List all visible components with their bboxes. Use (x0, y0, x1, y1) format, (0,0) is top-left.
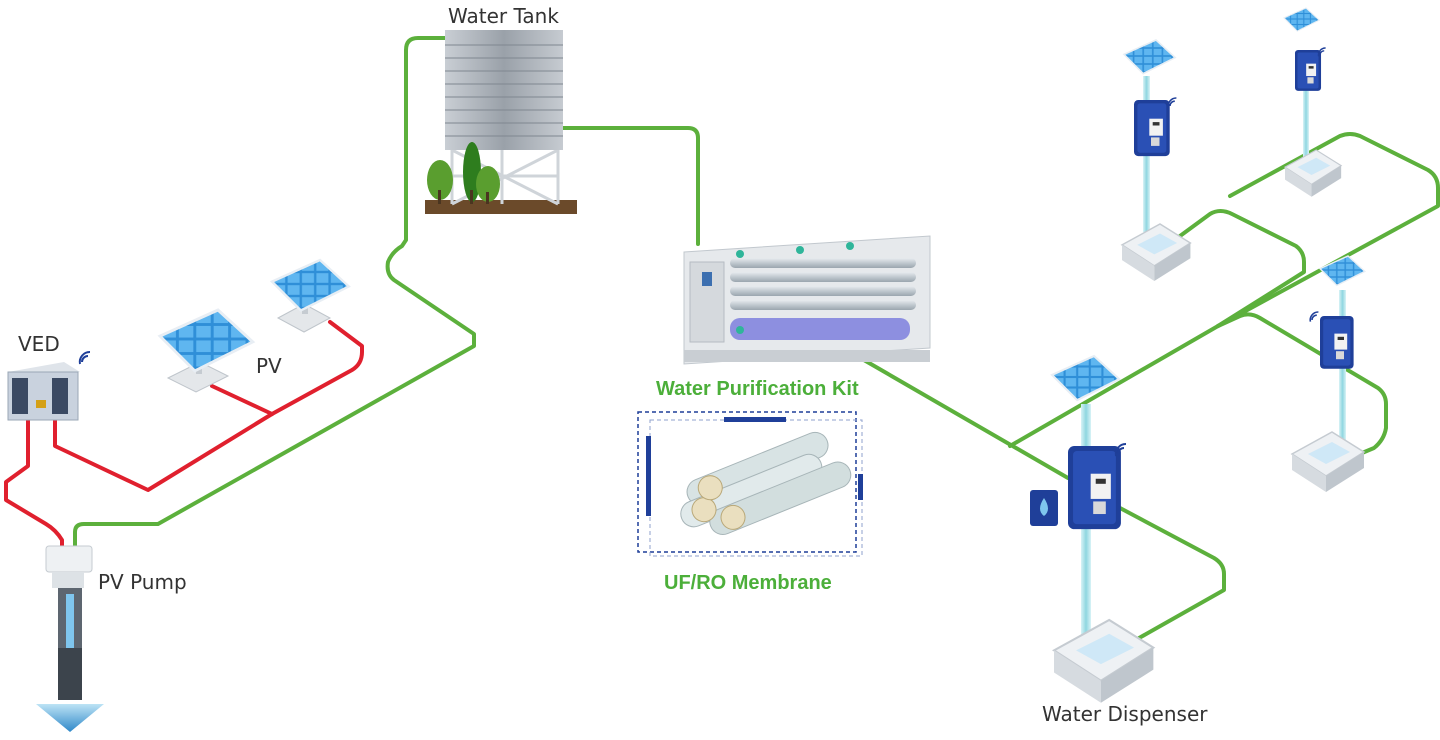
solar-panel-icon (1283, 7, 1320, 32)
dispenser-kiosk (1134, 100, 1170, 157)
water-purification-kit-label: Water Purification Kit (656, 378, 859, 400)
pv-label: PV (256, 354, 282, 378)
pipe-pump-to-tank (73, 36, 476, 554)
dispenser-kiosk (1068, 446, 1121, 530)
water-pipes (73, 36, 1440, 644)
wifi-icon (1309, 311, 1320, 323)
pv-panel-1 (158, 308, 255, 393)
wifi-icon (78, 350, 91, 365)
water-basin (1284, 149, 1342, 198)
dispenser-unit-top-right (1283, 7, 1342, 198)
dispenser-unit-top-middle (1121, 39, 1192, 282)
pv-pump (36, 545, 104, 732)
pv-panel-2 (270, 258, 350, 333)
pipe-branch-to-main-dispenser (1118, 506, 1226, 644)
water-tank-label: Water Tank (448, 4, 559, 28)
cable-pv1 (210, 384, 274, 416)
power-cables (4, 320, 364, 554)
water-basin (1121, 223, 1192, 282)
solar-panel-icon (158, 308, 255, 373)
solar-panel-icon (1319, 255, 1366, 287)
cable-ved-to-pv (53, 412, 274, 492)
solar-panel-icon (1050, 354, 1121, 402)
water-drop-icon (1030, 490, 1058, 526)
pipe-branch-upper-left (1178, 209, 1306, 328)
pipe-tank-to-kit (558, 126, 700, 246)
ved-controller (7, 350, 91, 421)
pipe-main-trunk (1008, 132, 1440, 448)
solar-panel-icon (270, 258, 350, 312)
water-tank (425, 30, 577, 214)
dispenser-unit-main (1030, 354, 1155, 704)
dispenser-kiosk (1295, 50, 1322, 91)
dispenser-kiosk (1320, 316, 1354, 369)
cable-pv2 (270, 320, 364, 416)
pipe-branch-right (1216, 312, 1388, 460)
uf-ro-membrane-label: UF/RO Membrane (664, 572, 832, 594)
uf-ro-membrane (637, 411, 863, 557)
tree-icon (427, 142, 500, 204)
pipe-kit-to-dispenser (848, 350, 1070, 480)
ved-label: VED (18, 332, 60, 356)
dispenser-unit-right (1291, 255, 1366, 493)
water-basin (1052, 618, 1155, 704)
water-basin (1291, 431, 1365, 493)
cable-ved-to-pump (4, 418, 64, 554)
solar-panel-icon (1123, 39, 1176, 75)
pv-pump-label: PV Pump (98, 570, 187, 594)
water-dispenser-label: Water Dispenser (1042, 702, 1208, 726)
water-purification-kit (683, 235, 931, 365)
